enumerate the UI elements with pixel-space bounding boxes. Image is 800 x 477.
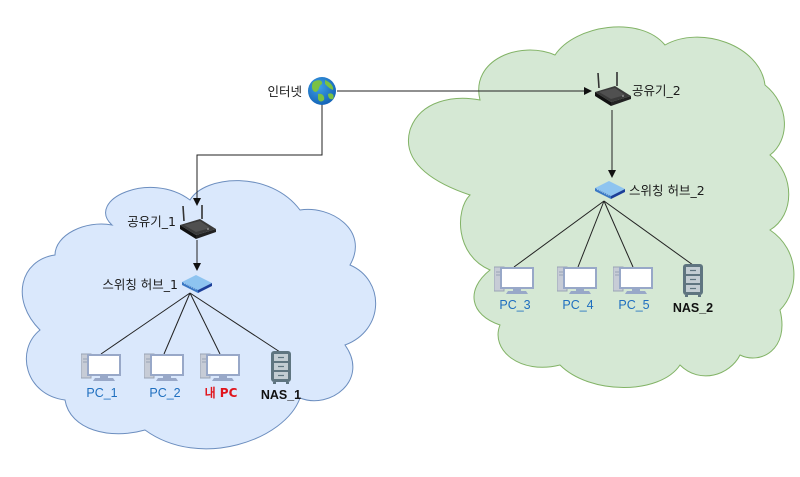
switch2-links xyxy=(513,200,694,268)
globe-icon xyxy=(308,77,336,105)
device-my-pc[interactable]: 내 PC xyxy=(200,353,240,400)
device-label: PC_2 xyxy=(149,386,180,400)
device-pc-4[interactable]: PC_4 xyxy=(557,266,597,312)
switch-2-label: 스위칭 허브_2 xyxy=(629,183,705,198)
router-1-label: 공유기_1 xyxy=(127,214,176,229)
edge-internet-router1 xyxy=(193,104,323,206)
device-pc-2[interactable]: PC_2 xyxy=(144,353,184,400)
switch-1-node[interactable]: 스위칭 허브_1 xyxy=(102,274,213,294)
switch-2-node[interactable]: 스위칭 허브_2 xyxy=(594,180,705,200)
device-label: PC_4 xyxy=(562,298,593,312)
device-nas-1[interactable]: NAS_1 xyxy=(261,350,301,402)
device-label: PC_3 xyxy=(499,298,530,312)
device-label: PC_5 xyxy=(618,298,649,312)
device-pc-3[interactable]: PC_3 xyxy=(494,266,534,312)
switch-1-label: 스위칭 허브_1 xyxy=(102,277,178,292)
internet-label: 인터넷 xyxy=(267,84,302,99)
device-pc-1[interactable]: PC_1 xyxy=(81,353,121,400)
router-2-label: 공유기_2 xyxy=(632,83,681,98)
device-label: NAS_1 xyxy=(261,388,301,402)
my-pc-label: 내 PC xyxy=(205,385,238,400)
router-1-node[interactable]: 공유기_1 xyxy=(127,205,217,240)
router-2-node[interactable]: 공유기_2 xyxy=(594,72,681,107)
device-label: PC_1 xyxy=(86,386,117,400)
device-nas-2[interactable]: NAS_2 xyxy=(673,263,713,315)
device-pc-5[interactable]: PC_5 xyxy=(613,266,653,312)
nas-server-icon xyxy=(270,350,292,384)
switch1-links xyxy=(100,292,281,355)
internet-node[interactable]: 인터넷 xyxy=(267,77,336,105)
nas-server-icon xyxy=(682,263,704,297)
device-label: NAS_2 xyxy=(673,301,713,315)
